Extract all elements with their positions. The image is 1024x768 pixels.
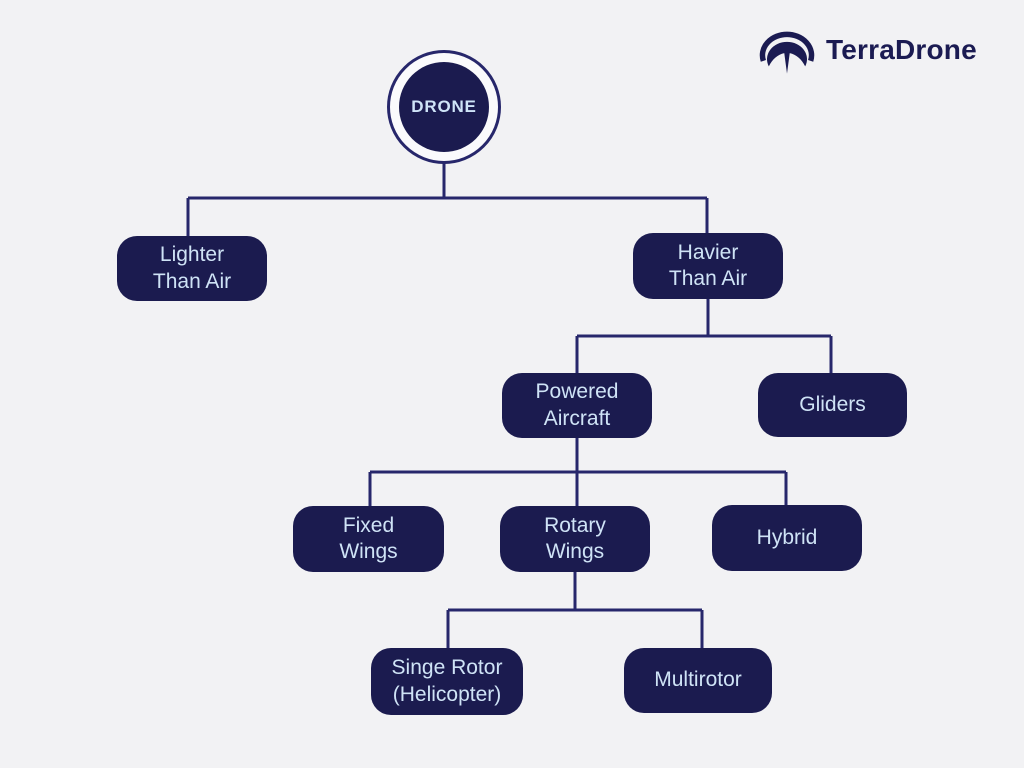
node-rotary-wings: Rotary Wings bbox=[500, 506, 650, 572]
node-drone: DRONE bbox=[387, 50, 501, 164]
node-label: Singe Rotor (Helicopter) bbox=[391, 656, 503, 706]
node-label: Rotary Wings bbox=[544, 513, 606, 563]
node-gliders: Gliders bbox=[758, 373, 907, 437]
node-multirotor: Multirotor bbox=[624, 648, 772, 713]
node-label: Powered Aircraft bbox=[535, 380, 619, 430]
tree-edges-path bbox=[186, 161, 833, 648]
node-lighter-than-air: Lighter Than Air bbox=[117, 236, 267, 301]
terradrone-mark-icon bbox=[759, 31, 815, 74]
node-powered-aircraft: Powered Aircraft bbox=[502, 373, 652, 438]
node-label: Havier Than Air bbox=[668, 240, 748, 290]
node-havier-than-air: Havier Than Air bbox=[633, 233, 783, 299]
node-label: Gliders bbox=[799, 392, 866, 416]
node-label: Hybrid bbox=[756, 525, 818, 549]
node-hybrid: Hybrid bbox=[712, 505, 862, 571]
terradrone-logo: TerraDrone bbox=[757, 24, 977, 76]
node-singe-rotor-helicopter: Singe Rotor (Helicopter) bbox=[371, 648, 523, 715]
terradrone-logo-text: TerraDrone bbox=[826, 34, 977, 65]
node-fixed-wings: Fixed Wings bbox=[293, 506, 444, 572]
node-label: Fixed Wings bbox=[339, 513, 398, 563]
node-drone-circle: DRONE bbox=[399, 62, 489, 152]
node-drone-label: DRONE bbox=[411, 97, 477, 116]
node-label: Multirotor bbox=[654, 668, 742, 692]
node-label: Lighter Than Air bbox=[152, 243, 232, 293]
